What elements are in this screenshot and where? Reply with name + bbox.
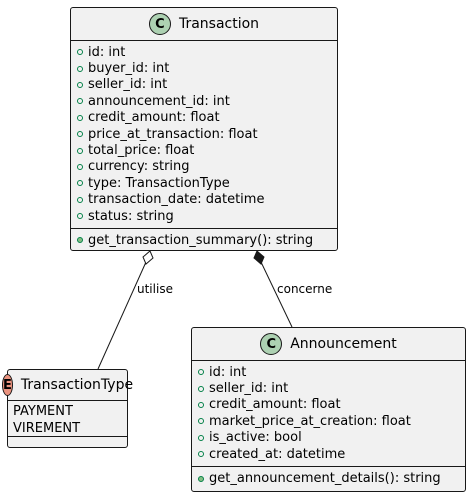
attribute-row: credit_amount: float xyxy=(77,110,337,126)
composition-label: concerne xyxy=(277,282,333,296)
attribute-row: transaction_date: datetime xyxy=(77,192,337,208)
public-visibility-icon xyxy=(198,401,204,408)
class-c-icon: C xyxy=(260,333,283,355)
attribute-row: seller_id: int xyxy=(77,77,337,93)
public-visibility-icon xyxy=(77,49,83,56)
public-visibility-icon xyxy=(77,65,83,72)
public-visibility-icon xyxy=(77,180,83,187)
attribute-row: announcement_id: int xyxy=(77,93,337,109)
transaction-class[interactable]: C Transaction id: int buyer_id: int sell… xyxy=(70,7,338,251)
public-method-icon xyxy=(198,475,204,482)
composition-diamond xyxy=(253,250,265,265)
public-visibility-icon xyxy=(198,385,204,392)
public-visibility-icon xyxy=(198,418,204,425)
attribute-row: seller_id: int xyxy=(198,380,465,396)
transaction-type-enum[interactable]: E TransactionType PAYMENT VIREMENT xyxy=(1,369,133,448)
public-visibility-icon xyxy=(77,213,83,220)
announcement-methods: get_announcement_details(): string xyxy=(192,467,465,490)
method-row: get_announcement_details(): string xyxy=(198,470,465,486)
aggregation-line xyxy=(97,261,147,370)
attribute-row: total_price: float xyxy=(77,142,337,158)
attribute-row: credit_amount: float xyxy=(198,397,465,413)
aggregation-label: utilise xyxy=(137,282,173,296)
announcement-attributes: id: int seller_id: int credit_amount: fl… xyxy=(192,361,465,468)
public-visibility-icon xyxy=(77,131,83,138)
public-visibility-icon xyxy=(198,434,204,441)
public-visibility-icon xyxy=(198,451,204,458)
transaction-class-header: C Transaction xyxy=(71,8,337,41)
public-visibility-icon xyxy=(77,114,83,121)
attribute-row: created_at: datetime xyxy=(198,446,465,462)
enum-value: PAYMENT xyxy=(13,404,73,419)
transaction-methods: get_transaction_summary(): string xyxy=(71,229,337,252)
transaction-attributes: id: int buyer_id: int seller_id: int ann… xyxy=(71,41,337,230)
public-visibility-icon xyxy=(77,81,83,88)
transaction-type-title: TransactionType xyxy=(20,377,134,393)
attribute-row: is_active: bool xyxy=(198,430,465,446)
attribute-row: market_price_at_creation: float xyxy=(198,413,465,429)
transaction-type-header: E TransactionType xyxy=(1,370,133,401)
announcement-class[interactable]: C Announcement id: int seller_id: int cr… xyxy=(191,327,466,492)
enum-e-icon: E xyxy=(1,374,13,396)
announcement-class-title: Announcement xyxy=(290,336,397,352)
attribute-row: id: int xyxy=(77,44,337,60)
transaction-class-title: Transaction xyxy=(178,16,260,32)
aggregation-diamond xyxy=(142,250,154,265)
attribute-row: status: string xyxy=(77,208,337,224)
attribute-row: id: int xyxy=(198,364,465,380)
public-visibility-icon xyxy=(77,98,83,105)
public-visibility-icon xyxy=(77,147,83,154)
public-visibility-icon xyxy=(198,369,204,376)
class-c-icon: C xyxy=(148,13,171,35)
attribute-row: type: TransactionType xyxy=(77,175,337,191)
attribute-row: buyer_id: int xyxy=(77,60,337,76)
public-visibility-icon xyxy=(77,196,83,203)
announcement-class-header: C Announcement xyxy=(192,328,465,361)
method-row: get_transaction_summary(): string xyxy=(77,232,337,248)
composition-line xyxy=(260,261,293,328)
attribute-row: currency: string xyxy=(77,159,337,175)
public-method-icon xyxy=(77,237,83,244)
attribute-row: price_at_transaction: float xyxy=(77,126,337,142)
enum-values: PAYMENT VIREMENT xyxy=(8,401,127,437)
public-visibility-icon xyxy=(77,163,83,170)
enum-value: VIREMENT xyxy=(13,421,81,436)
